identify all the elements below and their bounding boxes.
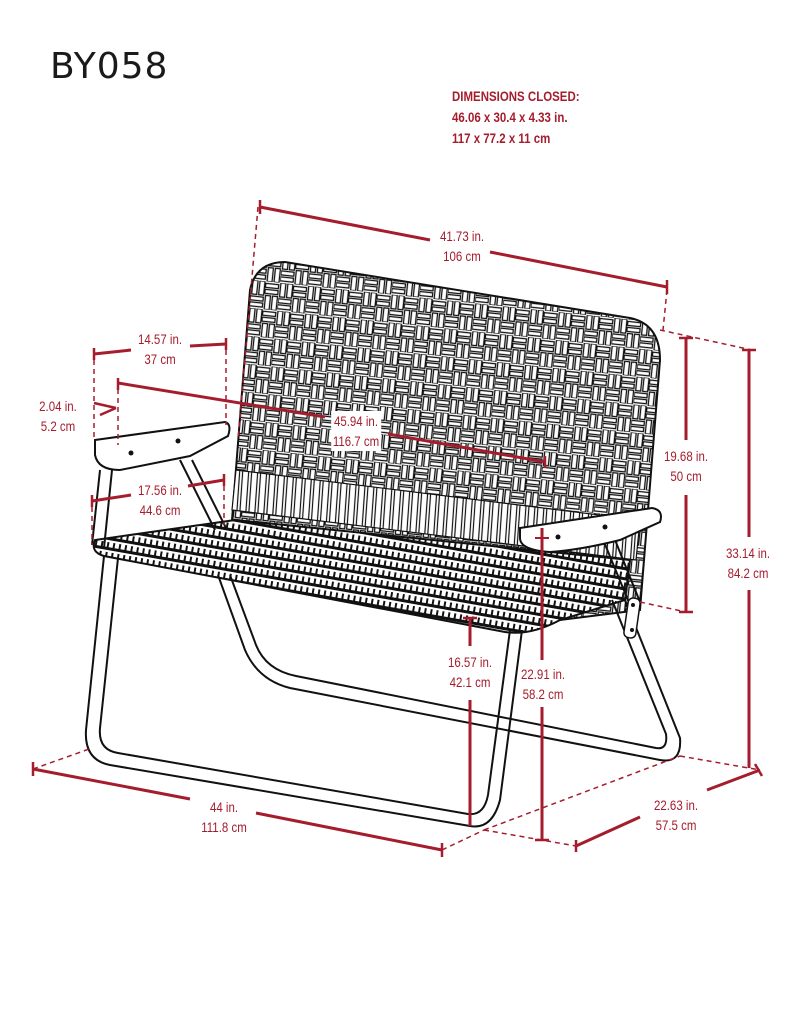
- dim-overall-depth: 22.63 in. 57.5 cm: [652, 795, 700, 835]
- armrest-right: [519, 506, 662, 639]
- dimensions-closed-heading: DIMENSIONS CLOSED:: [452, 88, 580, 104]
- model-title: BY058: [50, 46, 169, 87]
- dimensions-closed: DIMENSIONS CLOSED: 46.06 x 30.4 x 4.33 i…: [452, 86, 580, 149]
- seat: [92, 518, 632, 634]
- dim-overall-height: 33.14 in. 84.2 cm: [724, 543, 772, 583]
- dimension-lines: [31, 200, 764, 857]
- dimensions-closed-imperial: 46.06 x 30.4 x 4.33 in.: [452, 109, 568, 125]
- dim-overall-width: 44 in. 111.8 cm: [199, 797, 249, 837]
- dim-seat-depth: 17.56 in. 44.6 cm: [136, 480, 184, 520]
- armrest-left: [91, 420, 231, 549]
- frame: [84, 459, 682, 828]
- dim-seat-height: 16.57 in. 42.1 cm: [446, 652, 494, 692]
- dimensions-closed-metric: 117 x 77.2 x 11 cm: [452, 130, 551, 146]
- dim-inner-width: 45.94 in. 116.7 cm: [331, 411, 381, 451]
- dim-armrest-length: 14.57 in. 37 cm: [136, 329, 184, 369]
- dim-armrest-height: 22.91 in. 58.2 cm: [519, 664, 567, 704]
- dim-backrest-height: 19.68 in. 50 cm: [662, 446, 710, 486]
- dim-backrest-width: 41.73 in. 106 cm: [438, 226, 486, 266]
- dim-armrest-offset: 2.04 in. 5.2 cm: [37, 396, 79, 436]
